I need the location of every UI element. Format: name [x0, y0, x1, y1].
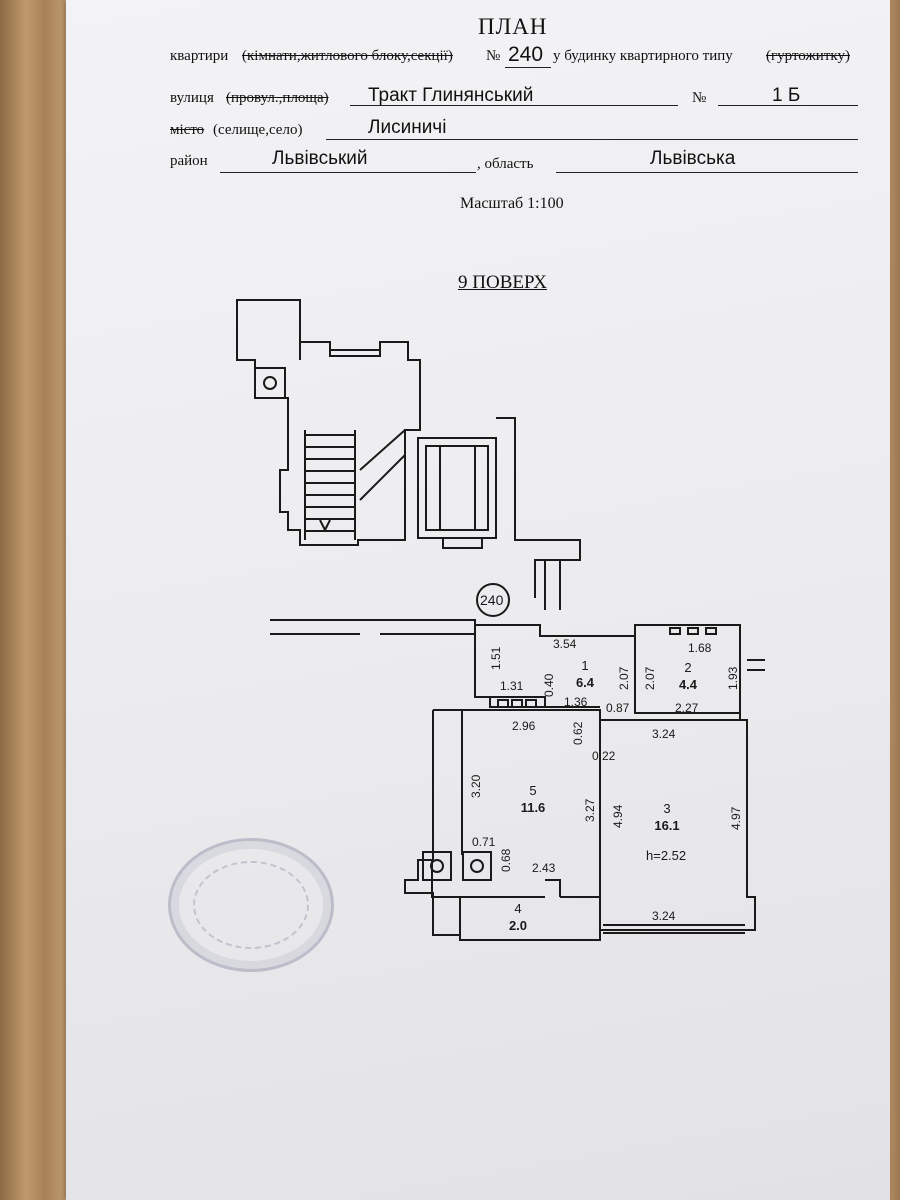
dim-3-54: 3.54 [553, 637, 577, 651]
line1-struck: (кімнати,житлового блоку,секції) [242, 48, 453, 64]
dim-0-71: 0.71 [472, 835, 496, 849]
dim-1-31: 1.31 [500, 679, 524, 693]
ceiling-height: h=2.52 [646, 848, 686, 863]
dim-3-27: 3.27 [583, 798, 597, 822]
line1-no-label: № [486, 48, 501, 64]
dim-0-62: 0.62 [571, 721, 585, 745]
wooden-table-left [0, 0, 74, 1200]
dim-3-24b: 3.24 [652, 909, 676, 923]
city-struck: місто [170, 122, 205, 138]
room-3-number: 3 [663, 801, 670, 816]
dim-0-87: 0.87 [606, 701, 630, 715]
floor-title: 9 ПОВЕРХ [458, 272, 547, 293]
room-5-area: 11.6 [521, 800, 546, 815]
room-4-area: 2.0 [509, 918, 527, 933]
dim-1-68: 1.68 [688, 641, 712, 655]
office-stamp [168, 838, 334, 972]
underline-region [556, 172, 858, 173]
plan-walls [236, 299, 765, 941]
district-label: район [170, 153, 208, 169]
city-value: Лисиничі [368, 117, 447, 138]
house-number: 1 Б [772, 85, 801, 106]
underline-city [326, 139, 858, 140]
underline-house [718, 105, 858, 106]
street-struck: (провул.,площа) [226, 90, 329, 106]
room-3-area: 16.1 [654, 818, 679, 833]
room-5-number: 5 [529, 783, 536, 798]
line1-prefix: квартири [170, 48, 229, 64]
dim-0-40: 0.40 [542, 673, 556, 697]
room-4-number: 4 [514, 901, 521, 916]
dim-2-96: 2.96 [512, 719, 536, 733]
dim-2-07a: 2.07 [617, 666, 631, 690]
dim-3-24a: 3.24 [652, 727, 676, 741]
scale-label: Масштаб 1:100 [460, 195, 564, 212]
district-value: Львівський [272, 148, 368, 169]
region-label: , область [477, 156, 534, 172]
underline-street [350, 105, 678, 106]
document-title: ПЛАН [478, 14, 548, 39]
line1-middle: у будинку квартирного типу [553, 48, 733, 64]
room-1-number: 1 [581, 658, 588, 673]
room-2-area: 4.4 [679, 677, 698, 692]
region-value: Львівська [650, 148, 736, 169]
room-1-area: 6.4 [576, 675, 595, 690]
dim-2-43: 2.43 [532, 861, 556, 875]
apartment-circle-label: 240 [480, 592, 504, 608]
dim-2-27: 2.27 [675, 701, 699, 715]
street-value: Тракт Глинянський [368, 85, 534, 106]
street-label: вулиця [170, 90, 214, 106]
dim-4-94: 4.94 [611, 804, 625, 828]
house-no-label: № [692, 90, 707, 106]
plan-labels: 240 3.54 1.51 1.31 0.40 1.36 2.07 2.07 1… [469, 592, 743, 933]
dim-2-07b: 2.07 [643, 666, 657, 690]
line1-struck2: (гуртожитку) [766, 48, 850, 64]
apartment-number: 240 [508, 43, 544, 66]
underline-apartment [505, 67, 551, 68]
dim-0-68: 0.68 [499, 848, 513, 872]
dim-3-20: 3.20 [469, 774, 483, 798]
dim-4-97: 4.97 [729, 806, 743, 830]
city-label: (селище,село) [213, 122, 303, 138]
underline-district [220, 172, 476, 173]
dim-0-22: 0.22 [592, 749, 616, 763]
dim-1-36: 1.36 [564, 695, 588, 709]
dim-1-93: 1.93 [726, 666, 740, 690]
room-2-number: 2 [684, 660, 691, 675]
dim-1-51: 1.51 [489, 646, 503, 670]
